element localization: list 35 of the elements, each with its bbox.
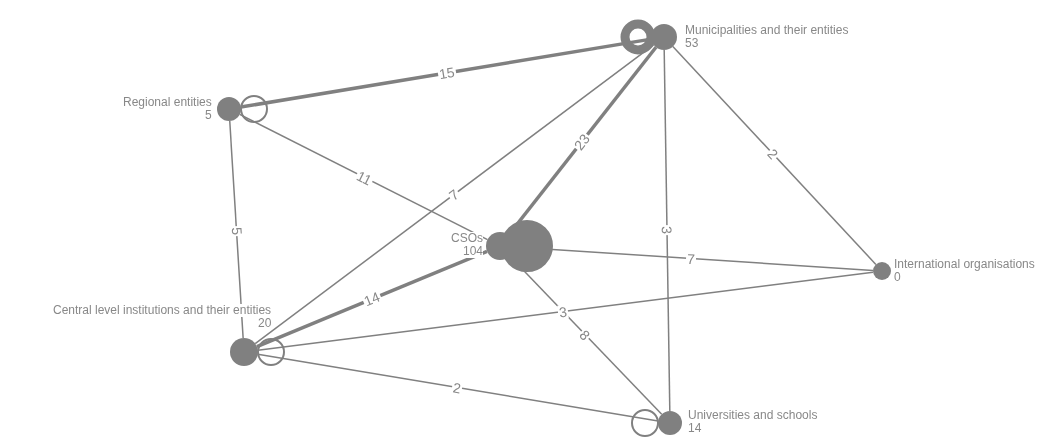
connector-line — [672, 45, 877, 266]
network-node — [217, 97, 241, 121]
node-name: Regional entities — [123, 96, 212, 109]
edge-label: 5 — [229, 225, 244, 236]
node-count: 20 — [258, 317, 272, 330]
connector-line — [663, 49, 671, 412]
connector-line — [229, 120, 244, 339]
network-node — [651, 24, 677, 50]
edge-label: 14 — [361, 289, 383, 309]
self-loop — [257, 338, 285, 366]
node-count: 53 — [685, 37, 699, 50]
network-node — [658, 411, 682, 435]
node-name: Municipalities and their entities — [685, 24, 849, 37]
node-count: 5 — [205, 109, 212, 122]
connector-line — [257, 353, 659, 422]
node-count: 0 — [894, 271, 901, 284]
node-name: International organisations — [894, 258, 1035, 271]
node-count: 104 — [463, 245, 484, 258]
node-name: CSOs — [451, 232, 483, 245]
edge-label: 7 — [685, 251, 697, 266]
network-node — [873, 262, 891, 280]
network-node — [230, 338, 258, 366]
node-count: 14 — [688, 422, 702, 435]
edge-label: 15 — [436, 64, 457, 82]
connector-line — [254, 44, 655, 345]
node-name: Central level institutions and their entities — [53, 304, 272, 317]
edge-label: 3 — [659, 225, 674, 235]
connector-line — [257, 271, 874, 351]
node-name: Universities and schools — [688, 409, 818, 422]
connector-line — [256, 249, 488, 349]
self-loop — [240, 95, 268, 123]
connector-line — [238, 113, 489, 241]
self-loop — [620, 19, 656, 55]
self-loop — [631, 409, 659, 437]
edge-label: 3 — [557, 303, 569, 320]
